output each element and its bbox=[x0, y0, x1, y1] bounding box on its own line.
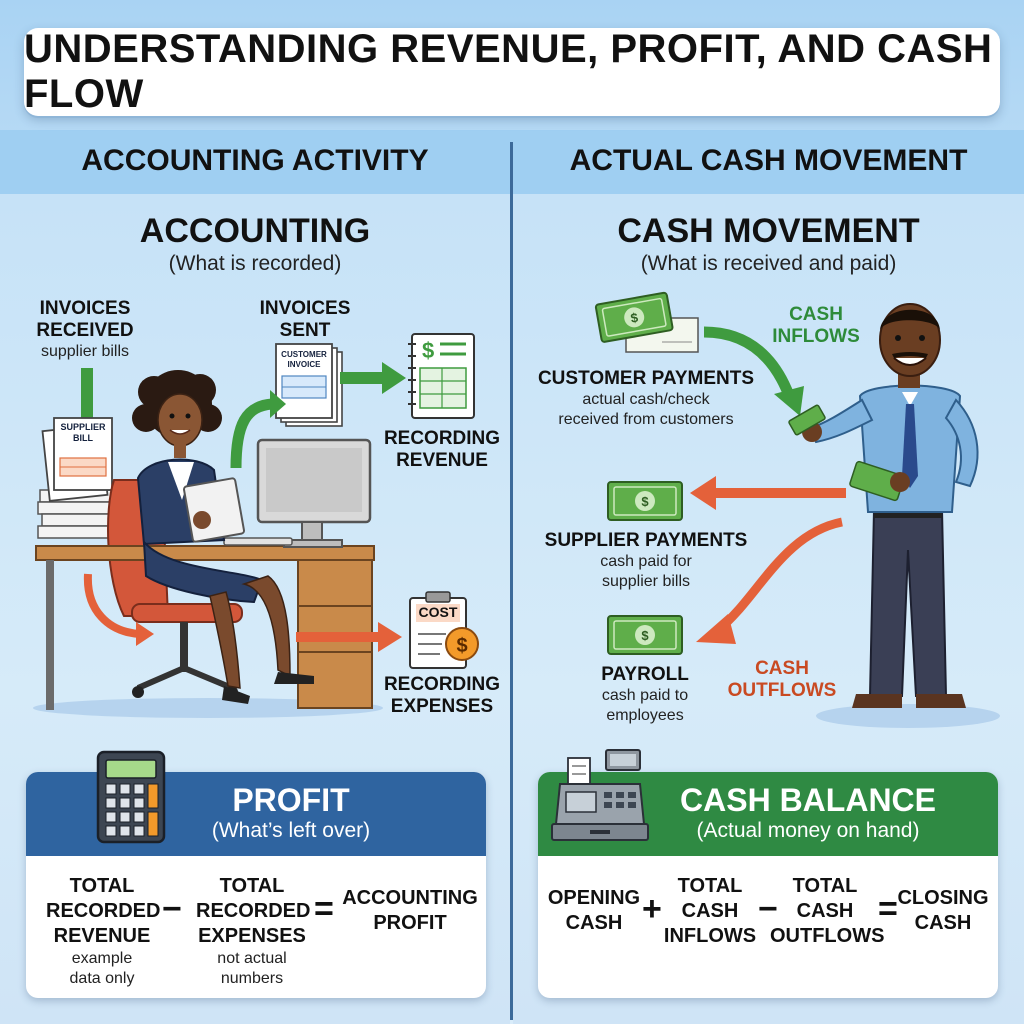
customer-invoice-icon bbox=[275, 343, 343, 427]
right-column-header: ACTUAL CASH MOVEMENT bbox=[569, 144, 968, 177]
equals-operator: = bbox=[314, 890, 334, 928]
cost-clipboard-icon: $ bbox=[409, 591, 479, 669]
cash-register-icon bbox=[551, 749, 649, 841]
column-divider bbox=[510, 142, 513, 1020]
recording-revenue-label: RECORDING REVENUE bbox=[383, 428, 501, 471]
invoices-received-arrow-icon bbox=[81, 368, 93, 420]
revenue-dollar-icon: $ bbox=[422, 338, 435, 363]
cash-inflows-label: CASH INFLOWS bbox=[772, 304, 860, 347]
title-banner: UNDERSTANDING REVENUE, PROFIT, AND CASH … bbox=[24, 27, 1000, 116]
total-recorded-revenue-term: TOTAL RECORDED REVENUE example data only bbox=[46, 875, 161, 987]
businessman-illustration bbox=[788, 303, 1000, 728]
supplier-payments-label: SUPPLIER PAYMENTS cash paid for supplier… bbox=[544, 530, 748, 590]
cost-label: COST bbox=[418, 604, 458, 620]
cash-balance-card: CASH BALANCE (Actual money on hand) OPEN… bbox=[538, 772, 998, 998]
opening-cash-term: OPENING CASH bbox=[547, 887, 641, 934]
supplier-bill-label: SUPPLIER BILL bbox=[60, 422, 106, 443]
total-recorded-expenses-term: TOTAL RECORDED EXPENSES not actual numbe… bbox=[196, 875, 311, 987]
cash-movement-subheading: (What is received and paid) bbox=[640, 252, 897, 275]
minus-operator: − bbox=[162, 890, 182, 928]
paper-stack-icon bbox=[37, 417, 133, 539]
profit-title: PROFIT bbox=[232, 782, 350, 818]
cash-balance-title: CASH BALANCE bbox=[680, 782, 936, 818]
cash-inflow-arrow-icon bbox=[703, 326, 804, 416]
equals-operator-cash: = bbox=[878, 890, 898, 928]
payroll-money-icon: $ bbox=[607, 615, 683, 655]
accountant-desk-illustration bbox=[33, 370, 383, 718]
plus-operator: + bbox=[642, 890, 662, 928]
customer-invoice-label: CUSTOMER INVOICE bbox=[281, 350, 327, 369]
total-cash-outflows-term: TOTAL CASH OUTFLOWS bbox=[770, 875, 885, 947]
expense-arrow-icon bbox=[296, 622, 402, 652]
customer-payment-money-icon: $ bbox=[594, 291, 699, 353]
cash-outflows-label: CASH OUTFLOWS bbox=[727, 658, 837, 701]
payroll-outflow-arrow-icon bbox=[696, 517, 844, 644]
accounting-heading: ACCOUNTING bbox=[139, 212, 371, 250]
closing-cash-result: CLOSING CASH bbox=[897, 887, 989, 934]
expense-curve-arrow-icon bbox=[83, 573, 154, 646]
customer-payments-label: CUSTOMER PAYMENTS actual cash/check rece… bbox=[537, 368, 755, 428]
recording-expenses-label: RECORDING EXPENSES bbox=[383, 674, 501, 717]
accounting-subheading: (What is recorded) bbox=[168, 252, 342, 275]
left-column-header: ACCOUNTING ACTIVITY bbox=[81, 144, 429, 177]
profit-subtitle: (What’s left over) bbox=[211, 819, 371, 842]
svg-text:$: $ bbox=[641, 494, 649, 509]
invoices-received-label: INVOICES RECEIVED supplier bills bbox=[36, 298, 134, 360]
svg-text:$: $ bbox=[641, 628, 649, 643]
page-title: UNDERSTANDING REVENUE, PROFIT, AND CASH … bbox=[24, 27, 993, 116]
svg-text:$: $ bbox=[456, 635, 467, 657]
payroll-label: PAYROLL cash paid to employees bbox=[601, 664, 689, 724]
accounting-profit-result: ACCOUNTING PROFIT bbox=[342, 887, 478, 934]
calculator-icon bbox=[96, 750, 166, 844]
revenue-ledger-icon bbox=[408, 333, 475, 419]
minus-operator-cash: − bbox=[758, 890, 778, 928]
supplier-payment-money-icon: $ bbox=[607, 481, 683, 521]
cash-movement-heading: CASH MOVEMENT bbox=[617, 212, 920, 250]
revenue-arrow-icon bbox=[340, 362, 406, 394]
invoice-sent-curve-arrow-icon bbox=[230, 390, 286, 469]
cash-balance-subtitle: (Actual money on hand) bbox=[696, 819, 920, 842]
total-cash-inflows-term: TOTAL CASH INFLOWS bbox=[663, 875, 757, 947]
svg-text:$: $ bbox=[629, 310, 639, 326]
supplier-outflow-arrow-icon bbox=[690, 476, 846, 510]
profit-card: PROFIT (What’s left over) TOTAL RECORDED… bbox=[26, 772, 486, 998]
invoices-sent-label: INVOICES SENT bbox=[259, 298, 351, 341]
